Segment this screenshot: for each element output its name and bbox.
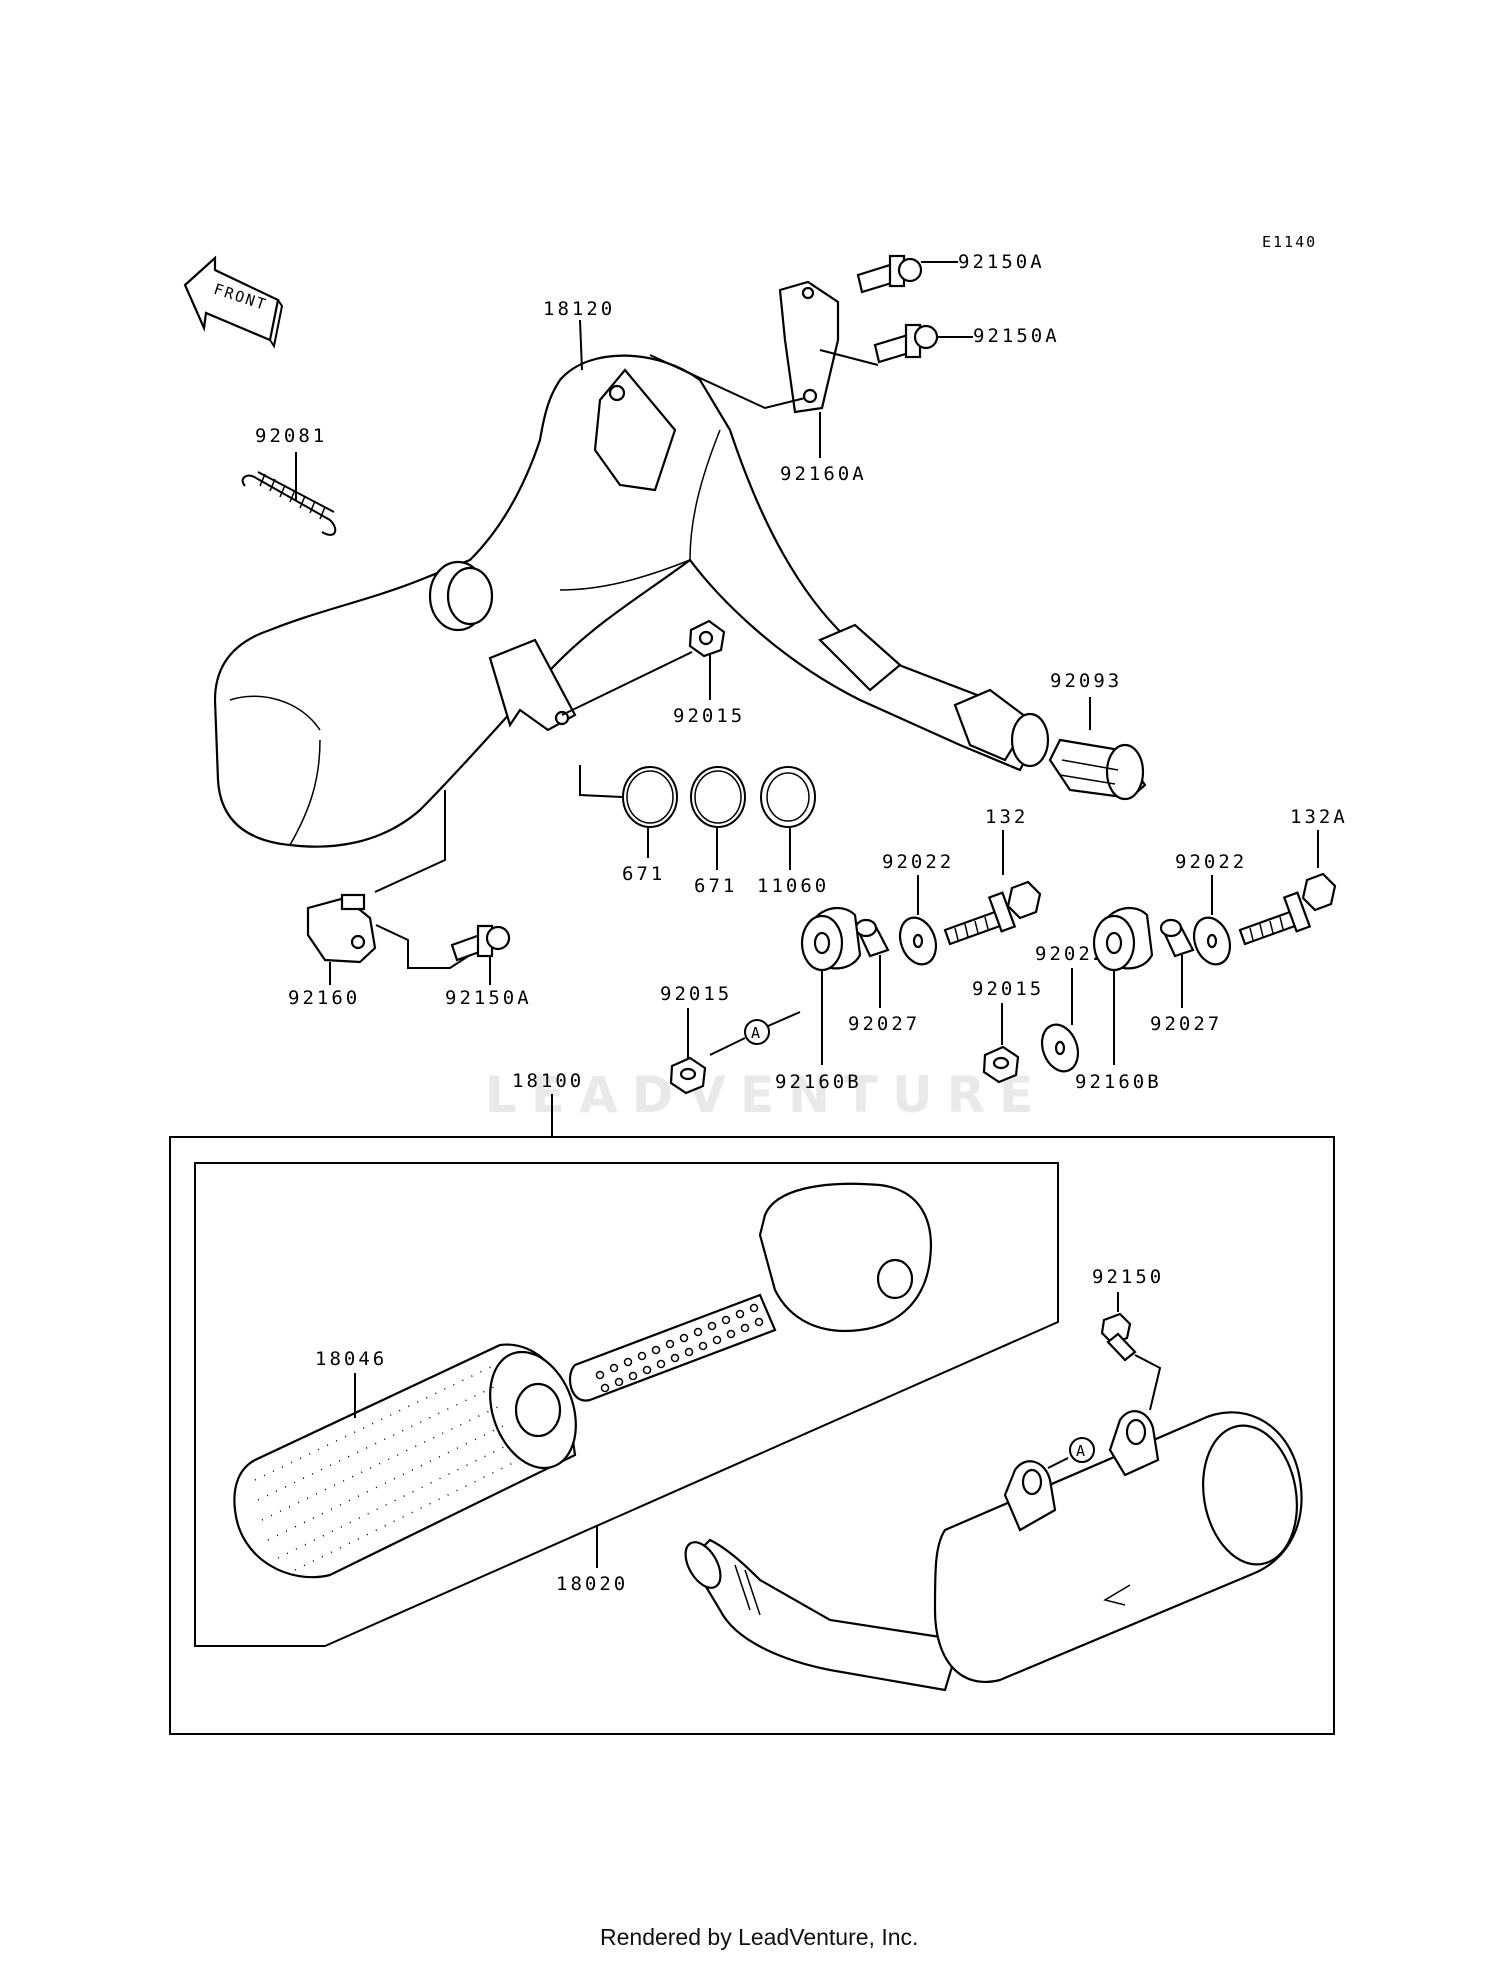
label-18100: 18100 <box>512 1070 584 1092</box>
gasket-671-b <box>690 766 746 828</box>
packing-18046-part <box>233 1343 577 1579</box>
label-92027-1: 92027 <box>848 1013 920 1035</box>
label-92015-l: 92015 <box>660 983 732 1005</box>
spring-92081-part <box>241 471 337 536</box>
label-92160b-2: 92160B <box>1075 1071 1162 1093</box>
label-92015-r: 92015 <box>972 978 1044 1000</box>
perforated-core-part <box>568 1182 932 1402</box>
nut-92015-left <box>669 1056 707 1095</box>
label-18120: 18120 <box>543 298 615 320</box>
bracket-92160-part <box>306 893 377 964</box>
bracket-92160a-part <box>778 280 840 414</box>
label-671-1: 671 <box>622 863 665 885</box>
footer-credit: Rendered by LeadVenture, Inc. <box>600 1924 918 1950</box>
diagram-code: E1140 <box>1262 233 1317 251</box>
label-92160a: 92160A <box>780 463 867 485</box>
label-11060: 11060 <box>757 875 829 897</box>
label-671-2: 671 <box>694 875 737 897</box>
grommet-92093-part <box>1048 738 1147 801</box>
callout-a-lower: A <box>1076 1442 1087 1460</box>
grommet-92160b-b <box>1092 906 1154 972</box>
nut-92015-top <box>688 619 726 658</box>
gasket-671-a <box>622 766 678 828</box>
bolt-92150a-mid <box>873 323 939 364</box>
label-92027-2: 92027 <box>1150 1013 1222 1035</box>
callout-a-upper: A <box>751 1024 762 1042</box>
collar-92027-b <box>1159 918 1195 958</box>
label-92022-2: 92022 <box>1035 943 1107 965</box>
bolt-132-part <box>943 880 1042 946</box>
grommet-92160b-a <box>800 906 862 972</box>
bolt-132a-part <box>1238 872 1337 946</box>
watermark-text: LEADVENTURE <box>485 1066 1047 1124</box>
gasket-11060 <box>760 766 816 828</box>
label-92150a-2: 92150A <box>973 325 1060 347</box>
label-18046: 18046 <box>315 1348 387 1370</box>
collar-92027-a <box>854 918 890 958</box>
nut-92015-right <box>982 1045 1020 1084</box>
washer-92022-a <box>898 916 938 966</box>
bolt-92150a-upper <box>856 254 923 294</box>
label-92015-top: 92015 <box>673 705 745 727</box>
label-92081: 92081 <box>255 425 327 447</box>
label-132a: 132A <box>1290 806 1348 828</box>
washer-92022-b <box>1040 1023 1080 1073</box>
label-92022-3: 92022 <box>1175 851 1247 873</box>
label-132: 132 <box>985 806 1028 828</box>
label-92150a-1: 92150A <box>958 251 1045 273</box>
label-92093: 92093 <box>1050 670 1122 692</box>
label-92160b-1: 92160B <box>775 1071 862 1093</box>
label-18020: 18020 <box>556 1573 628 1595</box>
label-92150: 92150 <box>1092 1266 1164 1288</box>
label-92022-1: 92022 <box>882 851 954 873</box>
label-92150a-3: 92150A <box>445 987 532 1009</box>
label-92160: 92160 <box>288 987 360 1009</box>
washer-92022-c <box>1192 916 1232 966</box>
front-arrow-icon: FRONT <box>183 255 284 349</box>
muffler-assembly-box <box>169 1136 1335 1735</box>
bolt-92150-part <box>1100 1312 1137 1362</box>
bolt-92150a-lower <box>450 924 511 962</box>
muffler-body-part <box>684 1410 1303 1692</box>
silencer-core-subbox <box>194 1162 1059 1647</box>
expansion-chamber-part <box>213 354 1050 848</box>
